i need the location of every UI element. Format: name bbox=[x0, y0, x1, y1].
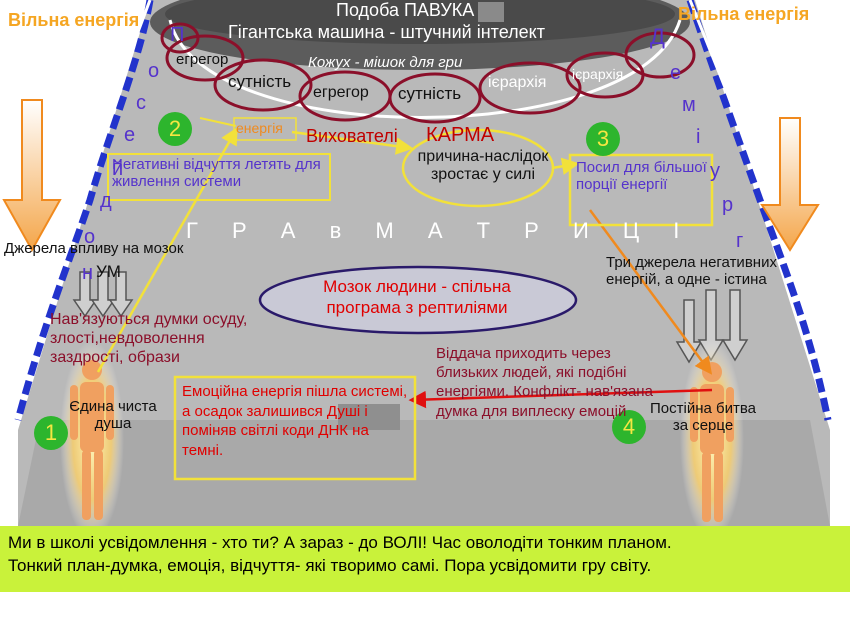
vertical-letter-right: м bbox=[682, 94, 696, 116]
vertical-letter-left: д bbox=[100, 190, 112, 212]
boost-box bbox=[568, 153, 714, 227]
flow-energy-to-karma bbox=[291, 130, 414, 155]
vertical-letter-left: о bbox=[148, 60, 160, 82]
flow-human-to-emotion bbox=[408, 388, 713, 409]
chain-item: егрегор bbox=[176, 51, 229, 68]
brain-ellipse bbox=[258, 265, 578, 335]
free-energy-left: Вільна енергія bbox=[8, 10, 140, 30]
vertical-letter-left: е bbox=[124, 124, 136, 146]
return-label: Віддача приходить через близьких людей, … bbox=[436, 345, 653, 420]
matrix-title: Г Р А в М А Т Р И Ц І bbox=[186, 218, 694, 243]
free-energy-right: Вільна енергія bbox=[678, 4, 810, 24]
vertical-letter-right: е bbox=[670, 62, 682, 84]
vertical-letter-right: р bbox=[722, 194, 734, 216]
vertical-letter-left: с bbox=[136, 92, 146, 114]
three-sources-label: Три джерела негативних енергій, а одне -… bbox=[606, 254, 777, 289]
imposed-thoughts-label: Нав'язуються думки осуду, злості,невдово… bbox=[50, 311, 248, 367]
arrow-down-left bbox=[2, 99, 62, 253]
negative-feelings-box bbox=[107, 153, 331, 201]
vertical-letter-right: Д bbox=[650, 24, 665, 49]
blue-edge-right bbox=[686, 0, 832, 421]
human-figure-right bbox=[680, 340, 744, 540]
chain-bubbles bbox=[160, 22, 696, 124]
vertical-letter-right: і bbox=[696, 126, 701, 148]
banner-line-2: Тонкий план-думка, емоція, відчуття- які… bbox=[8, 555, 652, 575]
vertical-letter-left: й bbox=[112, 158, 124, 180]
cocoon-label: Кожух - мішок для гри bbox=[308, 54, 463, 71]
chain-item: ієрархія bbox=[488, 74, 547, 91]
bottom-banner: Ми в школі усвідомлення - хто ти? А зара… bbox=[0, 526, 850, 592]
human-figure-left bbox=[60, 340, 124, 540]
vertical-letter-left: о bbox=[84, 226, 96, 248]
flow-boost-to-human bbox=[588, 209, 713, 375]
mind-label: УМ bbox=[96, 262, 121, 281]
grey-arrows-left bbox=[72, 271, 134, 318]
karma-label: КАРМА bbox=[426, 124, 495, 146]
flow-karma-to-boost bbox=[551, 157, 580, 175]
step-badge-4: 4 bbox=[612, 410, 646, 444]
step-badge-1: 1 bbox=[34, 416, 68, 450]
flow-energy-dot bbox=[199, 117, 237, 127]
negative-feelings-label: Негативні відчуття летять для живлення с… bbox=[112, 156, 321, 191]
energy-label: енергія bbox=[236, 120, 283, 136]
only-pure-soul-label: Єдина чиста душа bbox=[69, 398, 157, 433]
redacted-patch-middle bbox=[338, 404, 400, 430]
emotional-energy-label: Емоційна енергія пішла системі, а осадок… bbox=[182, 383, 408, 459]
blue-edge-left bbox=[14, 0, 154, 421]
spider-title: Подоба ПАВУКА bbox=[336, 0, 475, 20]
banner-line-1: Ми в школі усвідомлення - хто ти? А зара… bbox=[8, 533, 672, 552]
arena bbox=[18, 0, 830, 526]
chain-item: сутність bbox=[228, 72, 292, 91]
educators-label: Вихователі bbox=[306, 126, 398, 146]
brain-label: Мозок людини - спільна програма з рептил… bbox=[323, 277, 511, 318]
step-badge-3: 3 bbox=[586, 122, 620, 156]
chain-item: ієрархія bbox=[572, 66, 624, 82]
arena-floor bbox=[18, 420, 830, 526]
vertical-letter-right: г bbox=[736, 230, 744, 252]
brain-sources-label: Джерела впливу на мозок bbox=[4, 240, 184, 257]
battle-label: Постійна битва за серце bbox=[650, 400, 756, 435]
vertical-letter-right: у bbox=[710, 160, 720, 182]
chain-item: егрегор bbox=[313, 84, 369, 101]
arrow-down-right bbox=[760, 117, 820, 252]
cause-effect-label: причина-наслідок зростає у силі bbox=[417, 148, 549, 184]
boost-label: Посил для більшої порції енергії bbox=[576, 159, 707, 194]
vertical-letter-left: н bbox=[82, 262, 94, 284]
redacted-patch-top bbox=[478, 2, 504, 22]
flow-soul-to-energy bbox=[96, 126, 238, 373]
chain-item: сутність bbox=[398, 84, 462, 103]
vertical-letter-left: П bbox=[170, 24, 185, 46]
step-badge-2: 2 bbox=[158, 112, 192, 146]
machine-title: Гігантська машина - штучний інтелект bbox=[228, 22, 545, 42]
energy-label-box bbox=[233, 117, 297, 141]
emotional-energy-box bbox=[173, 375, 417, 481]
